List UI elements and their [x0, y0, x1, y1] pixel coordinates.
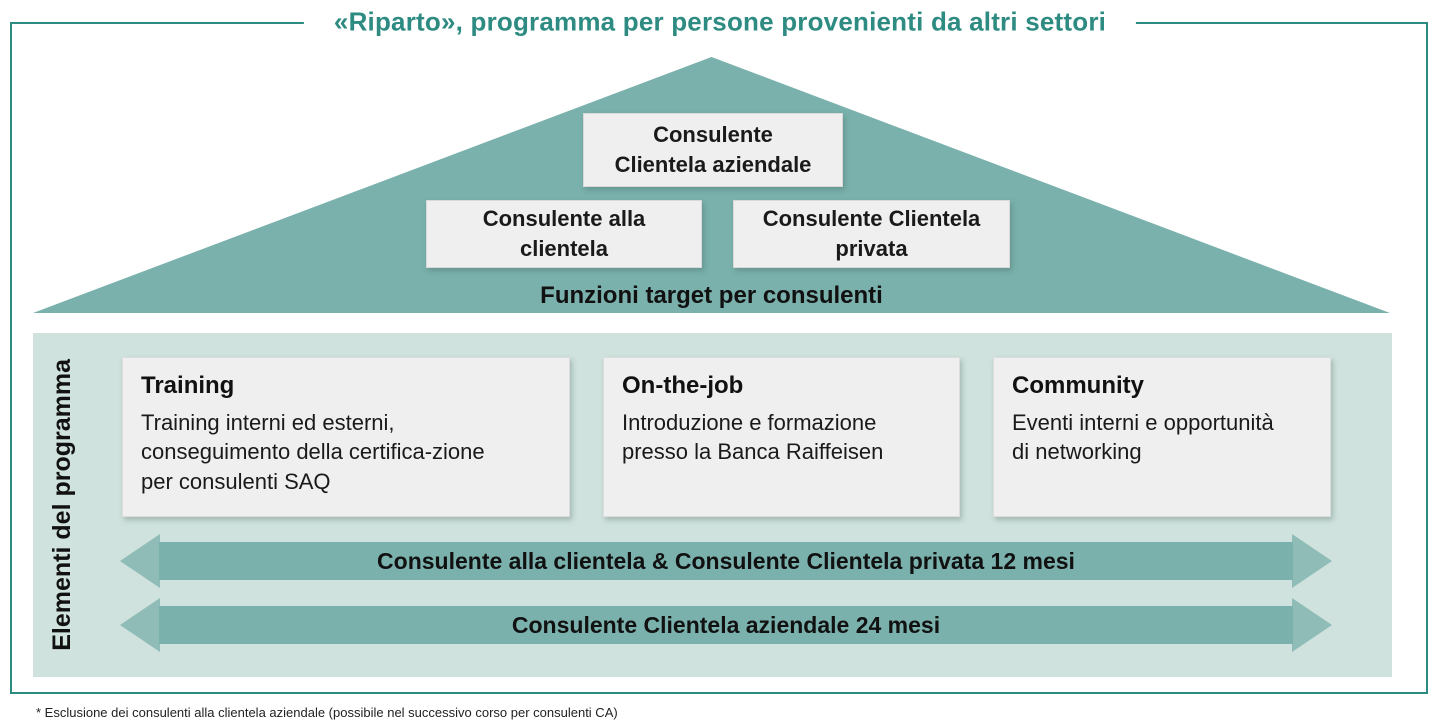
role-box-client-advisor: Consulente alla clientela	[426, 200, 702, 268]
card-training: Training Training interni ed esterni, co…	[122, 357, 570, 517]
card-training-description: Training interni ed esterni, conseguimen…	[141, 410, 485, 494]
card-community-title: Community	[1012, 372, 1144, 399]
card-community: Community Eventi interni e opportunità d…	[993, 357, 1331, 517]
pyramid-base-label: Funzioni target per consulenti	[540, 282, 883, 309]
timeline-arrow-body	[159, 606, 1293, 644]
timeline-12-months-label: Consulente alla clientela & Consulente C…	[377, 547, 1075, 574]
footnote: * Esclusione dei consulenti alla cliente…	[36, 705, 618, 720]
timeline-24-months-label: Consulente Clientela aziendale 24 mesi	[511, 611, 941, 638]
page-title: «Riparto», programma per persone proveni…	[303, 6, 1137, 38]
program-side-label: Elementi del programma	[47, 359, 76, 651]
card-community-description: Eventi interni e opportunità di networki…	[1012, 410, 1274, 465]
timeline-arrow-body	[159, 542, 1293, 580]
card-on-the-job-title: On-the-job	[622, 372, 744, 399]
card-on-the-job: On-the-job Introduzione e formazione pre…	[603, 357, 960, 517]
card-on-the-job-description: Introduzione e formazione presso la Banc…	[622, 410, 884, 465]
role-box-private-clients: Consulente Clientela privata	[733, 200, 1010, 268]
role-box-corporate-clients: Consulente Clientela aziendale	[583, 113, 843, 187]
timeline-arrow-12-months: Consulente alla clientela & Consulente C…	[120, 534, 1332, 588]
side-label-container: Elementi del programma	[38, 333, 86, 677]
timeline-arrow-24-months: Consulente Clientela aziendale 24 mesi	[120, 598, 1332, 652]
card-training-title: Training	[141, 372, 235, 399]
